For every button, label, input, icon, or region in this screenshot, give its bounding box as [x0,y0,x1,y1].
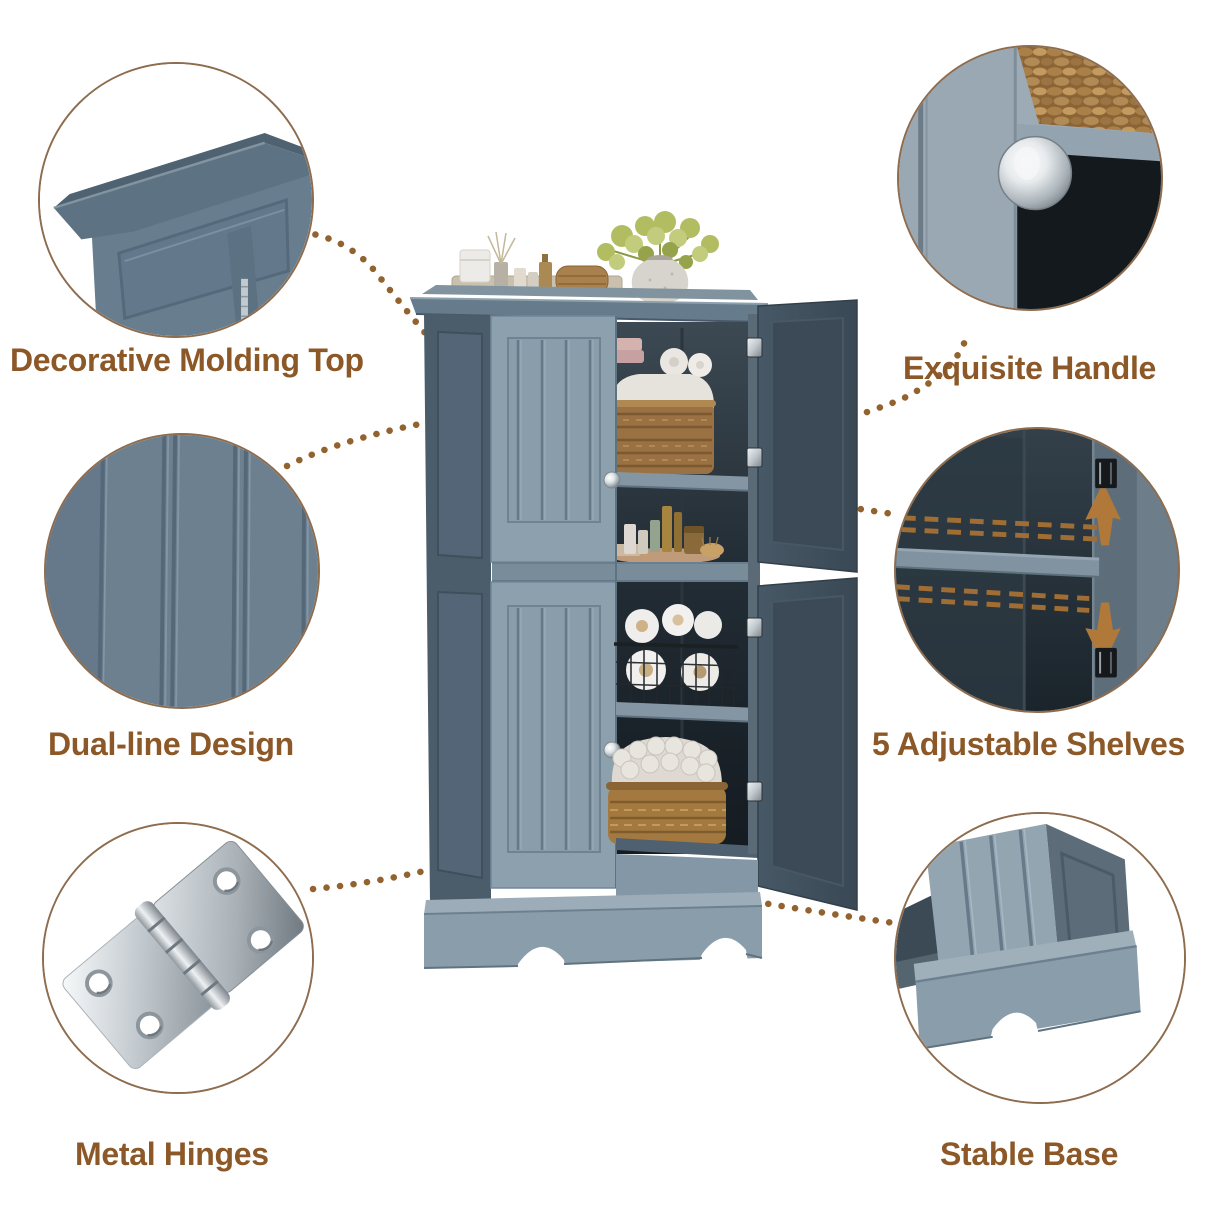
callout-circle-dual-line-design [44,433,320,709]
cabinet-base [423,854,763,972]
door-hinges [746,337,763,802]
handle-closeup-illustration [899,47,1161,309]
hinge-closeup-illustration [44,824,312,1092]
toilet-paper-basket [613,604,739,710]
up-arrow-icon [1085,482,1121,546]
shelf-pin-hinges [1095,458,1117,678]
down-arrow-icon [1085,602,1121,666]
open-doors [746,299,858,911]
callout-circle-metal-hinges [42,822,314,1094]
molding-closeup-illustration [40,64,312,336]
towel-basket-shelf [606,338,716,474]
callout-circle-adjustable-shelves [894,427,1180,713]
dual-line-closeup-illustration [46,435,318,707]
callout-circle-decorative-molding-top [38,62,314,338]
base-closeup-illustration [896,814,1184,1102]
door-knob [603,471,621,489]
label-decorative-molding-top: Decorative Molding Top [10,342,364,378]
callout-circle-exquisite-handle [897,45,1163,311]
label-stable-base: Stable Base [940,1136,1119,1172]
callout-circle-stable-base [894,812,1186,1104]
label-adjustable-shelves: 5 Adjustable Shelves [872,726,1185,762]
label-dual-line-design: Dual-line Design [48,726,294,762]
cosmetics-shelf [610,506,724,564]
bottom-towel-basket [606,736,728,844]
label-exquisite-handle: Exquisite Handle [903,350,1157,386]
cabinet-illustration [409,211,858,972]
adjustable-shelf-closeup-illustration [896,429,1178,711]
label-metal-hinges: Metal Hinges [75,1136,269,1172]
